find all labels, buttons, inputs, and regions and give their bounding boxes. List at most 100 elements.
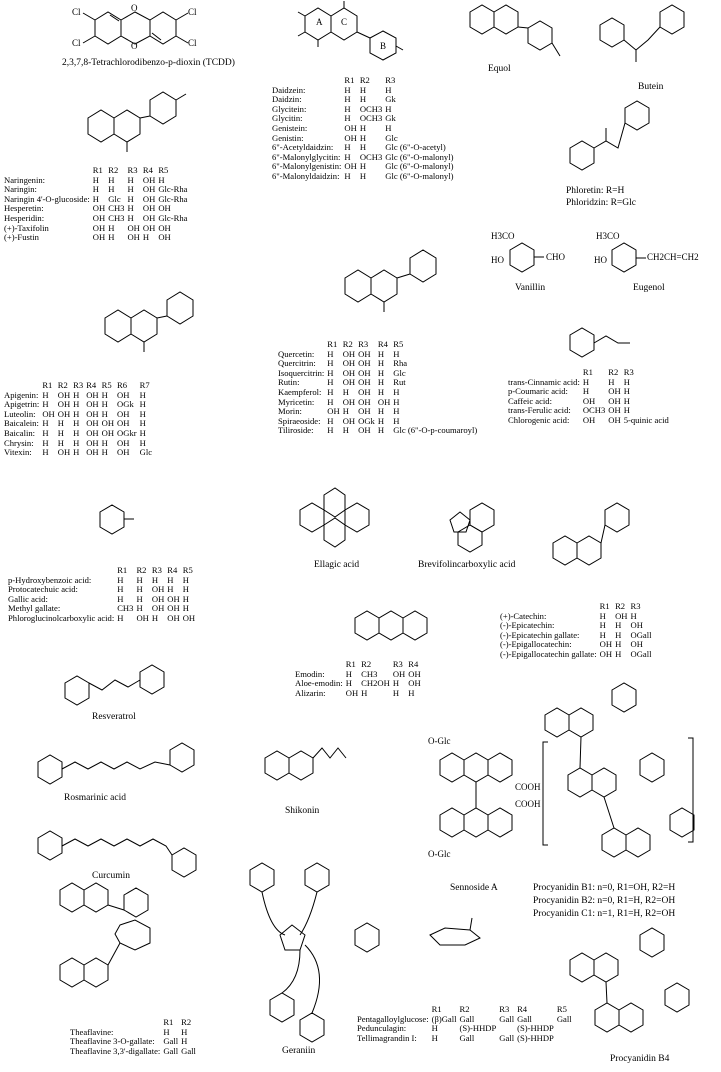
column-header: R4 — [86, 380, 97, 390]
column-header: R6 — [117, 380, 128, 390]
substituent-cell: Gall — [181, 1045, 196, 1056]
substituent-cell: H — [182, 603, 189, 614]
compound-name-cell: Luteolin: — [4, 408, 36, 419]
compound-name-cell: Tiliroside: — [278, 425, 314, 436]
compound-name-cell: p-Hydroxybenzoic acid: — [8, 574, 92, 585]
eugenol-caption: Eugenol — [633, 283, 665, 293]
column-header: R3 — [630, 601, 641, 611]
ring-label-c: C — [341, 17, 348, 27]
column-header: R4 — [517, 1004, 528, 1014]
substituent-cell: OH — [151, 584, 165, 595]
substituent-cell: OH — [342, 358, 356, 369]
substituent-cell: OH — [142, 193, 156, 204]
substituent-cell: H — [117, 584, 124, 595]
substituent-cell: H — [630, 610, 637, 621]
compound-name-cell: p-Coumaric acid: — [508, 386, 568, 397]
substituent-cell: OH — [151, 603, 165, 614]
substituent-cell: H — [73, 447, 80, 458]
vanillin-och3: H3CO — [491, 231, 515, 241]
column-header: R3 — [499, 1004, 510, 1014]
substituent-cell: H — [344, 103, 351, 114]
substituent-cell: H — [623, 405, 630, 416]
substituent-cell: OH — [342, 396, 356, 407]
substituent-cell: OH — [358, 377, 371, 388]
compound-name-cell: Genistin: — [272, 132, 304, 143]
column-header: R1 — [599, 601, 610, 611]
substituent-cell: H — [393, 386, 400, 397]
substituent-cell: H — [392, 687, 400, 698]
substituent-cell: OH — [117, 437, 130, 448]
substituent-cell: OH — [342, 348, 356, 359]
substituent-cell: OH — [127, 232, 140, 243]
substituent-cell: H — [42, 389, 49, 400]
substituent-cell: H — [623, 386, 630, 397]
substituent-cell: H — [377, 425, 385, 436]
compound-name-cell: Phloroglucinolcarboxylic acid: — [8, 612, 115, 623]
substituent-cell: OH — [342, 367, 356, 378]
substituent-cell: OH — [136, 612, 149, 623]
substituent-cell: H — [623, 376, 630, 387]
substituent-cell: CH3 — [361, 668, 378, 679]
substituent-cell: H — [359, 142, 367, 153]
eugenol-och3: H3CO — [596, 231, 620, 241]
substituent-cell: Gk — [385, 94, 396, 105]
brevifolin-structure — [449, 502, 495, 553]
substituent-cell: Gall — [556, 1013, 572, 1024]
substituent-cell: H — [73, 399, 80, 410]
substituent-cell: OH — [167, 603, 180, 614]
vanillin-structure — [509, 242, 544, 273]
compound-name-cell: Pentagalloylglucose: — [357, 1013, 429, 1024]
compound-name-cell: Glycitein: — [272, 103, 307, 114]
substituent-cell: (S)-HHDP — [517, 1032, 554, 1043]
substituent-cell: H — [163, 1026, 170, 1037]
substituent-cell: H — [108, 232, 115, 243]
eugenol-allyl: CH2CH=CH2 — [647, 252, 699, 262]
substituent-cell: H — [345, 678, 352, 689]
column-header: R2 — [459, 1004, 470, 1014]
substituent-cell: OH — [358, 367, 371, 378]
substituent-cell: H — [393, 415, 400, 426]
substituent-cell: Glc (6"-O-p-coumaroyl) — [393, 425, 478, 436]
shikonin-caption: Shikonin — [285, 806, 320, 816]
tcdd-caption: 2,3,7,8-Tetrachlorodibenzo-p-dioxin (TCD… — [62, 58, 235, 68]
substituent-cell: H — [623, 395, 630, 406]
substituent-cell: OH — [344, 132, 357, 143]
substituent-cell: H — [327, 348, 334, 359]
column-header: R5 — [393, 339, 404, 349]
substituent-cell: H — [377, 367, 385, 378]
sennoside-oglc-2: O-Glc — [428, 849, 451, 859]
column-header: R2 — [57, 380, 68, 390]
substituent-cell: H — [615, 620, 622, 631]
substituent-cell: H — [359, 94, 367, 105]
substituent-cell: H — [127, 184, 134, 195]
sennoside-caption: Sennoside A — [450, 883, 498, 893]
substituent-cell: OH — [167, 593, 180, 604]
substituent-cell: H — [42, 418, 49, 429]
substituent-cell: H — [392, 678, 400, 689]
compound-name-cell: Tellimagrandin I: — [357, 1032, 417, 1043]
substituent-cell: CH2OH — [361, 678, 390, 689]
substituent-cell: OH — [342, 377, 356, 388]
compound-name-cell: Naringenin: — [4, 174, 46, 185]
substituent-cell: H — [377, 348, 385, 359]
compound-name-cell: Chlorogenic acid: — [508, 414, 570, 425]
